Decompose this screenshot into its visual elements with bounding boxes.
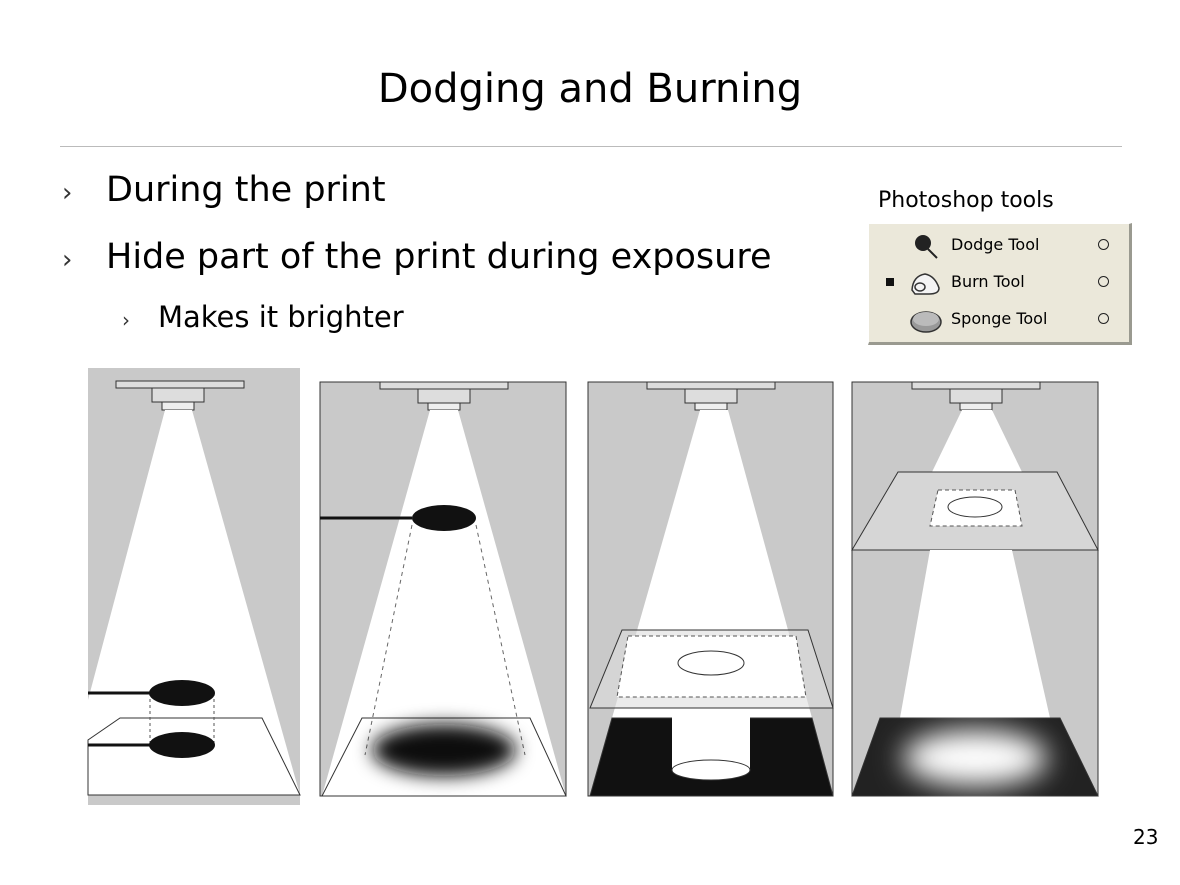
tools-caption: Photoshop tools [878, 188, 1054, 213]
illustration-dodging-near-paper [87, 368, 301, 805]
tool-label: Burn Tool [951, 272, 1025, 291]
sponge-icon [910, 311, 942, 333]
tool-label: Dodge Tool [951, 235, 1040, 254]
page-number: 23 [1133, 825, 1159, 849]
sub-bullet-marker: › [122, 308, 130, 332]
bullet-marker: › [62, 245, 73, 275]
bullet-marker: › [62, 178, 73, 208]
bullet-text: Hide part of the print during exposure [106, 237, 772, 277]
photoshop-tools-panel: Dodge Tool Burn Tool Sponge Tool [868, 223, 1132, 345]
illustration-burning-card [587, 381, 834, 797]
radio-icon[interactable] [1098, 276, 1109, 287]
radio-icon[interactable] [1098, 239, 1109, 250]
slide-title: Dodging and Burning [377, 66, 803, 112]
sub-bullet-text: Makes it brighter [158, 300, 404, 334]
burn-icon [911, 273, 940, 295]
illustration-dodging-far [319, 381, 567, 797]
selected-marker-icon [886, 278, 894, 286]
tool-item-dodge[interactable]: Dodge Tool [869, 226, 1129, 262]
dodge-icon [915, 235, 938, 259]
title-divider [60, 146, 1122, 147]
illustration-burning-far [851, 381, 1099, 797]
bullet-text: During the print [106, 170, 386, 210]
radio-icon[interactable] [1098, 313, 1109, 324]
tool-label: Sponge Tool [951, 309, 1048, 328]
tool-item-burn[interactable]: Burn Tool [869, 263, 1129, 299]
tool-item-sponge[interactable]: Sponge Tool [869, 300, 1129, 336]
